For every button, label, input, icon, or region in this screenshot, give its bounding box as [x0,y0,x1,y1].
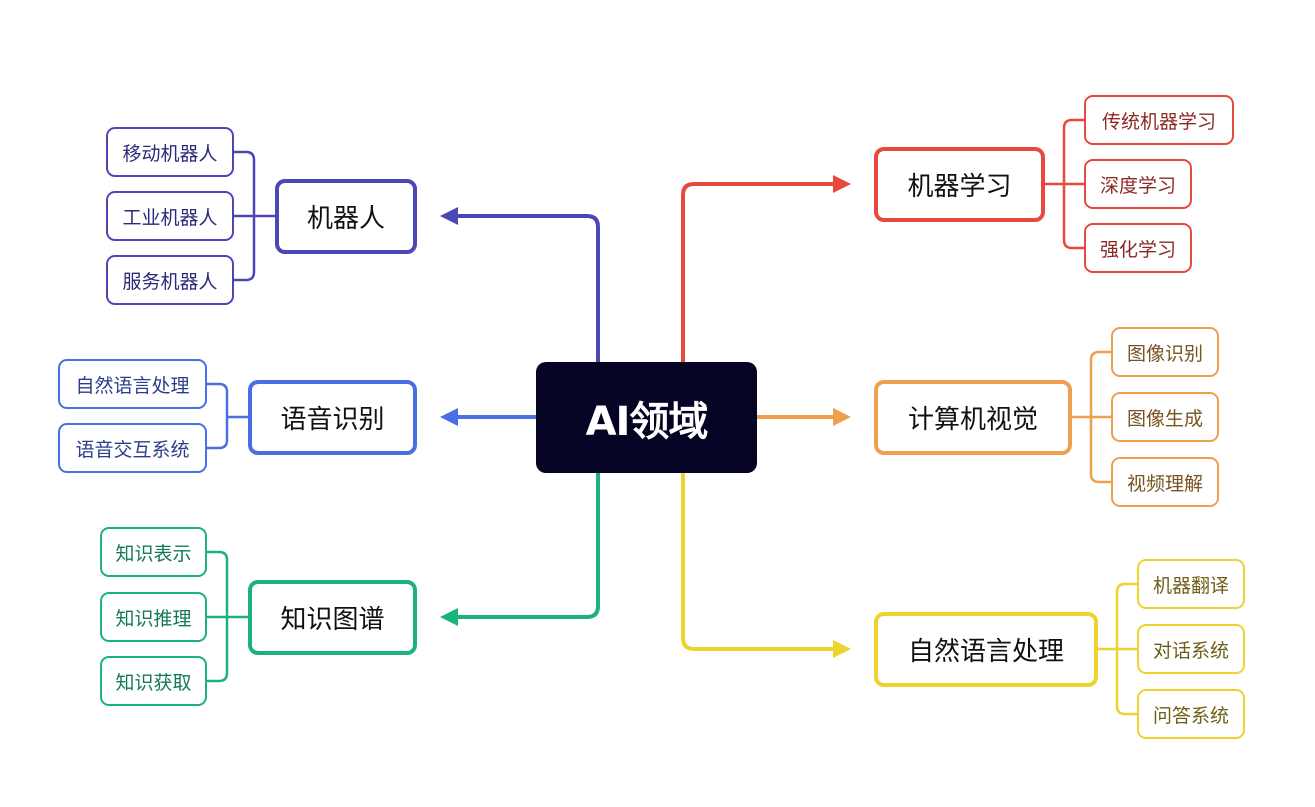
branch-label-knowledge-graph: 知识图谱 [280,605,385,635]
leaf-label: 视频理解 [1126,472,1203,495]
arrow-speech [440,408,458,426]
branch-node-robot[interactable]: 机器人 [275,179,417,254]
center-node[interactable]: AI领域 [536,362,757,473]
leaf-label: 图像识别 [1126,342,1203,365]
bracket-knowledge-graph [207,550,248,683]
bracket-machine-learning [1045,118,1084,250]
leaf-label: 深度学习 [1099,174,1176,197]
arrow-nlp [833,640,851,658]
branch-label-nlp: 自然语言处理 [907,637,1064,667]
arrow-computer-vision [833,408,851,426]
center-node-label: AI领域 [585,398,709,445]
leaf-node-machine-translation[interactable]: 机器翻译 [1137,559,1245,609]
leaf-node-traditional-ml[interactable]: 传统机器学习 [1084,95,1234,145]
leaf-node-deep-learning[interactable]: 深度学习 [1084,159,1192,209]
leaf-node-knowledge-representation[interactable]: 知识表示 [100,527,207,577]
leaf-label: 知识推理 [115,607,192,630]
arrow-machine-learning [833,175,851,193]
connector-knowledge-graph [455,473,600,619]
connector-robot [455,214,600,362]
branch-label-machine-learning: 机器学习 [907,172,1012,202]
leaf-node-service-robot[interactable]: 服务机器人 [106,255,234,305]
leaf-node-knowledge-acquisition[interactable]: 知识获取 [100,656,207,706]
leaf-label: 对话系统 [1152,639,1229,662]
leaf-label: 传统机器学习 [1101,110,1216,133]
leaf-label: 语音交互系统 [75,438,190,461]
leaf-label: 强化学习 [1099,238,1176,261]
leaf-node-video-understanding[interactable]: 视频理解 [1111,457,1219,507]
leaf-label: 服务机器人 [122,270,218,293]
branch-label-speech: 语音识别 [280,405,385,435]
leaf-node-industrial-robot[interactable]: 工业机器人 [106,191,234,241]
branch-node-machine-learning[interactable]: 机器学习 [874,147,1045,222]
bracket-speech [207,382,248,450]
leaf-node-knowledge-reasoning[interactable]: 知识推理 [100,592,207,642]
branch-node-computer-vision[interactable]: 计算机视觉 [874,380,1072,455]
leaf-label: 知识表示 [115,542,192,565]
branch-label-computer-vision: 计算机视觉 [907,405,1038,435]
branch-node-nlp[interactable]: 自然语言处理 [874,612,1098,687]
leaf-label: 问答系统 [1152,704,1229,727]
leaf-label: 图像生成 [1126,407,1203,430]
leaf-label: 知识获取 [115,671,192,694]
branch-node-knowledge-graph[interactable]: 知识图谱 [248,580,417,655]
leaf-label: 移动机器人 [122,142,218,165]
connector-nlp [681,473,836,651]
branch-label-robot: 机器人 [306,204,385,234]
bracket-robot [234,150,275,282]
bracket-computer-vision [1072,350,1111,484]
leaf-label: 机器翻译 [1152,574,1229,597]
leaf-node-image-recognition[interactable]: 图像识别 [1111,327,1219,377]
leaf-node-image-generation[interactable]: 图像生成 [1111,392,1219,442]
leaf-label: 工业机器人 [122,206,218,229]
leaf-node-mobile-robot[interactable]: 移动机器人 [106,127,234,177]
bracket-nlp [1098,582,1137,716]
branch-node-speech[interactable]: 语音识别 [248,380,417,455]
leaf-node-dialogue-system[interactable]: 对话系统 [1137,624,1245,674]
leaf-node-nlp-speech[interactable]: 自然语言处理 [58,359,207,409]
leaf-node-reinforcement-learning[interactable]: 强化学习 [1084,223,1192,273]
leaf-label: 自然语言处理 [75,374,190,397]
arrow-knowledge-graph [440,608,458,626]
leaf-node-voice-interaction[interactable]: 语音交互系统 [58,423,207,473]
connector-machine-learning [681,182,836,362]
leaf-node-qa-system[interactable]: 问答系统 [1137,689,1245,739]
arrow-robot [440,207,458,225]
